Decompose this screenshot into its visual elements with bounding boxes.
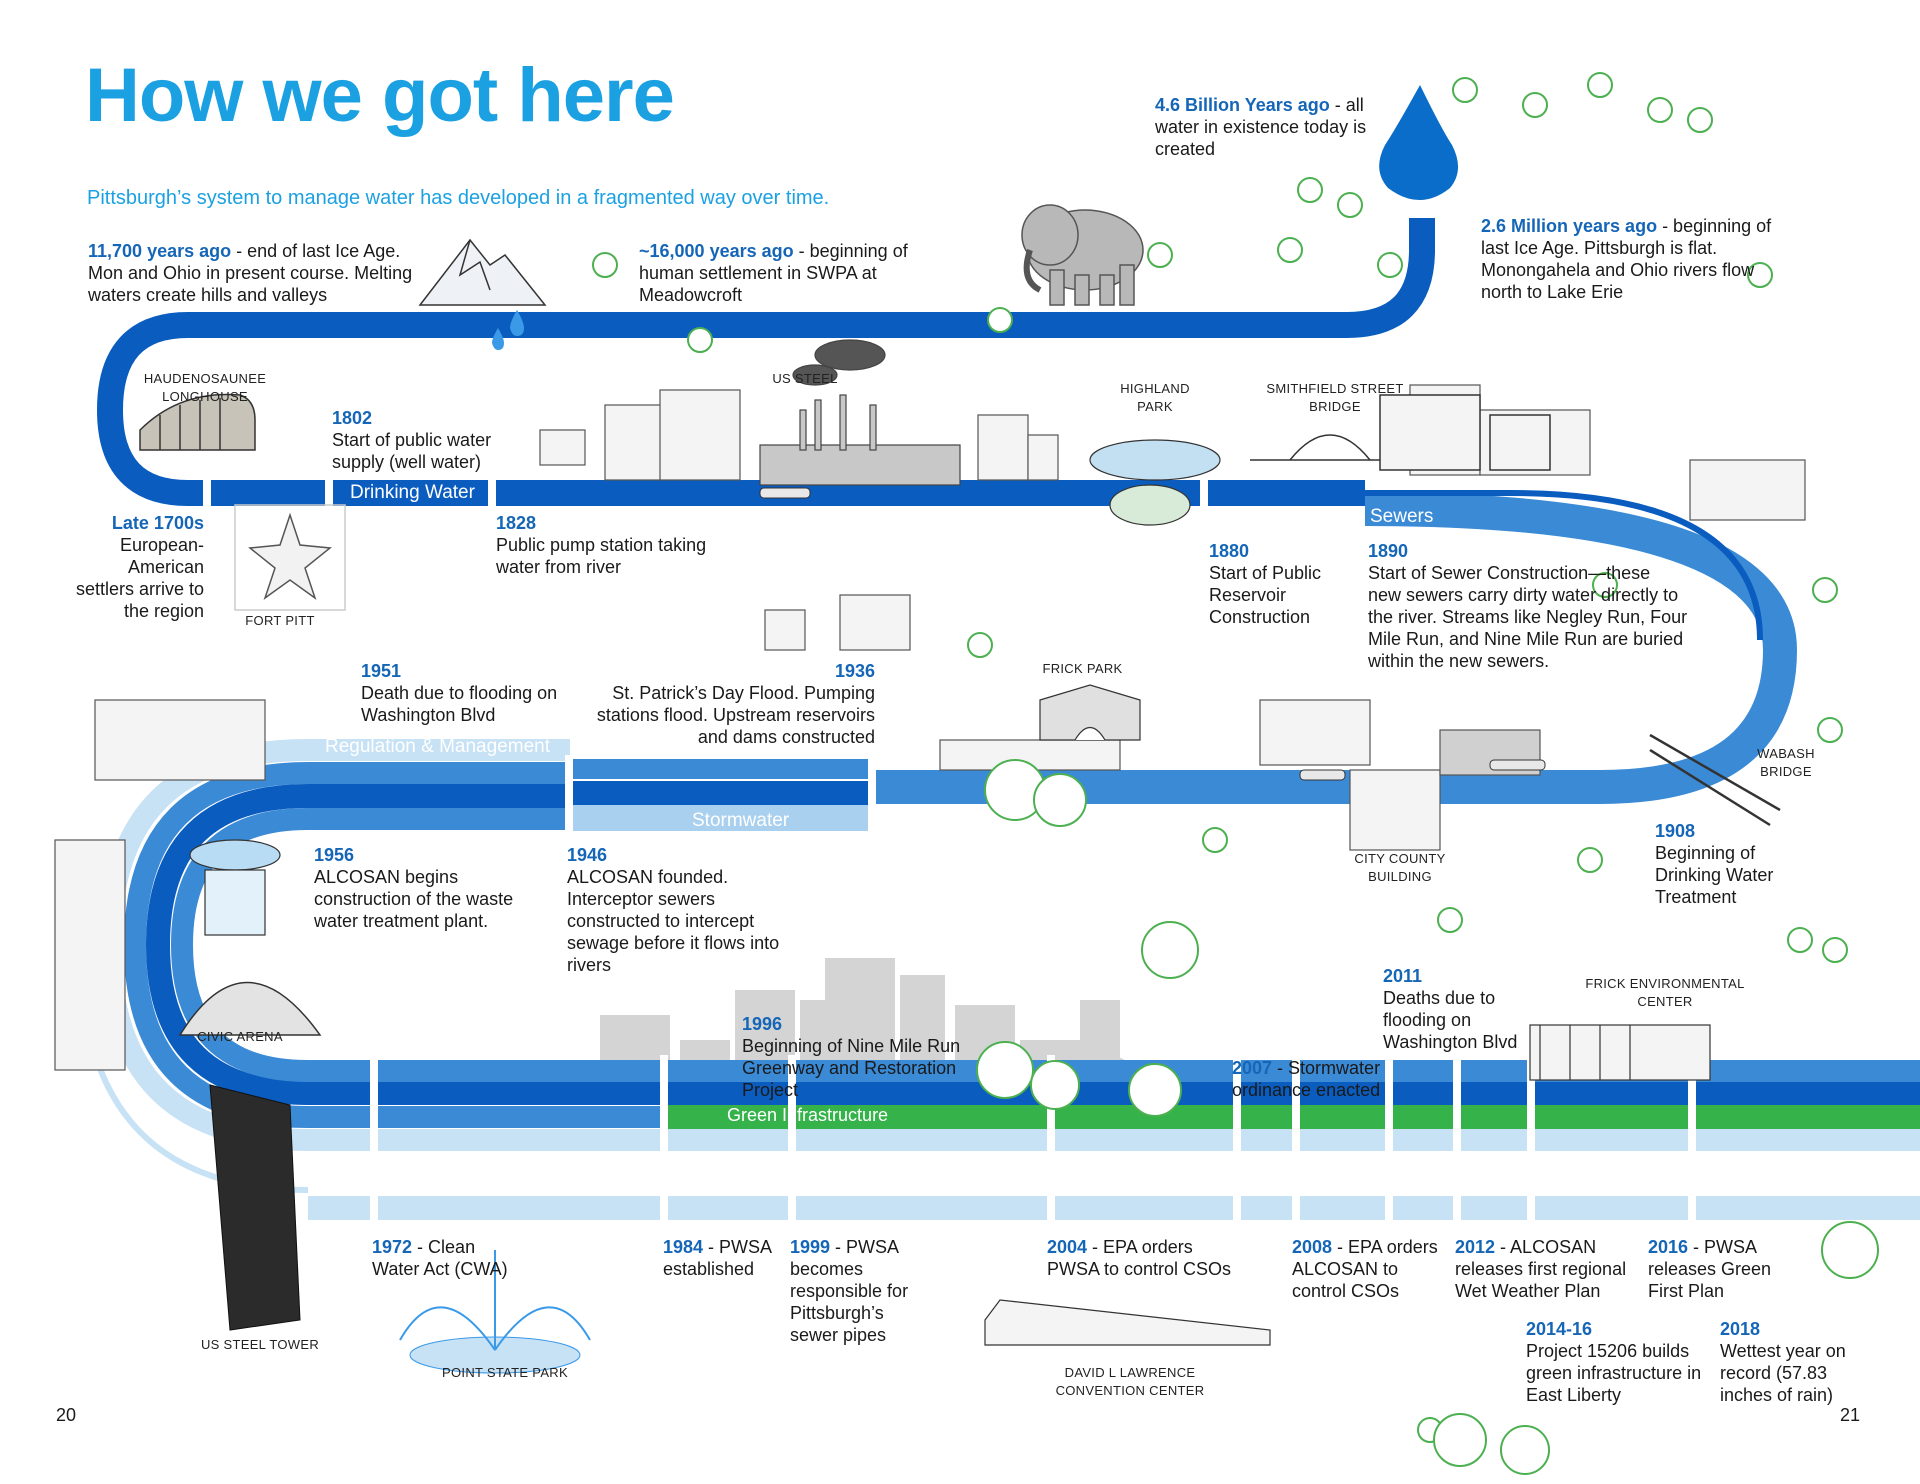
point-state-fountain-icon <box>399 1250 591 1374</box>
mountain-icon <box>418 238 547 306</box>
fort-pitt-icon <box>248 512 332 600</box>
large-tree-icons <box>976 759 1879 1475</box>
city-buildings-row2 <box>54 594 1541 1071</box>
band-label-drinking-water: Drinking Water <box>350 482 475 503</box>
landmark-civic-arena: CIVIC ARENA <box>197 1029 283 1044</box>
tree-icons <box>592 72 1848 1443</box>
water-tower-icon <box>189 839 281 936</box>
landmark-city-county: CITY COUNTY BUILDING <box>1354 851 1446 884</box>
page-subtitle: Pittsburgh’s system to manage water has … <box>87 187 830 209</box>
small-drop-icon <box>510 310 524 336</box>
landmark-haudenosaunee: HAUDENOSAUNEE LONGHOUSE <box>143 371 267 404</box>
frick-environmental-center-icon <box>1529 1024 1711 1081</box>
landmark-smithfield: SMITHFIELD STREET BRIDGE <box>1266 381 1404 414</box>
page-number-right: 21 <box>1840 1405 1861 1425</box>
event-11700-years: 11,700 years ago - end of last Ice Age. … <box>88 241 413 305</box>
us-steel-tower-icon <box>209 1084 301 1331</box>
landmark-us-steel-tower: US STEEL TOWER <box>200 1337 320 1352</box>
landmark-lawrence: DAVID L LAWRENCE CONVENTION CENTER <box>1055 1365 1205 1398</box>
longhouse-icon <box>139 393 256 451</box>
page-number-left: 20 <box>56 1405 77 1425</box>
us-steel-factory-icon <box>759 339 961 486</box>
civic-arena-icon <box>178 981 322 1036</box>
event-2008: 2008 - EPA orders ALCOSAN to control CSO… <box>1292 1237 1438 1301</box>
event-1972: 1972 - Clean Water Act (CWA) <box>372 1237 508 1279</box>
landmark-us-steel: US STEEL <box>772 371 838 386</box>
frick-park-gate-icon <box>1039 684 1141 741</box>
small-drop-icon <box>492 328 504 350</box>
smithfield-bridge-icon <box>1250 394 1551 471</box>
landmark-highland-park: HIGHLAND PARK <box>1120 381 1190 414</box>
event-2004: 2004 - EPA orders PWSA to control CSOs <box>1047 1237 1232 1279</box>
highland-park-fountain-icon <box>1089 439 1221 526</box>
event-1984: 1984 - PWSA established <box>663 1237 772 1279</box>
event-1999: 1999 - PWSA becomes responsible for Pitt… <box>790 1237 909 1345</box>
event-4-6-billion: 4.6 Billion Years ago - all water in exi… <box>1155 95 1367 159</box>
landmark-wabash: WABASH BRIDGE <box>1757 746 1815 779</box>
event-2007: 2007 - Stormwater ordinance enacted <box>1232 1058 1381 1100</box>
event-2012: 2012 - ALCOSAN releases first regional W… <box>1455 1237 1627 1301</box>
wabash-bridge-icon <box>1649 733 1781 827</box>
band-label-green: Green Infrastructure <box>727 1105 889 1125</box>
page-title: How we got here <box>85 53 675 138</box>
band-label-sewers: Sewers <box>1370 506 1434 527</box>
landmark-frick-env: FRICK ENVIRONMENTAL CENTER <box>1585 976 1745 1009</box>
event-2-6-million: 2.6 Million years ago - beginning of las… <box>1481 216 1772 302</box>
landmark-frick-park: FRICK PARK <box>1042 661 1123 676</box>
event-16000-years: ~16,000 years ago - beginning of human s… <box>639 241 908 305</box>
landmark-fort-pitt: FORT PITT <box>245 613 315 628</box>
event-2016: 2016 - PWSA releases Green First Plan <box>1648 1237 1772 1301</box>
fort-pitt-ground <box>234 504 346 611</box>
band-label-stormwater: Stormwater <box>692 810 790 831</box>
boat-icons <box>759 487 1546 781</box>
water-drop-icon <box>1379 85 1459 200</box>
segment-gaps <box>203 478 1696 1225</box>
landmark-point-state: POINT STATE PARK <box>442 1365 568 1380</box>
mammoth-icon <box>1021 204 1144 306</box>
band-label-regulation: Regulation & Management <box>325 736 550 757</box>
convention-center-icon <box>984 1299 1271 1346</box>
